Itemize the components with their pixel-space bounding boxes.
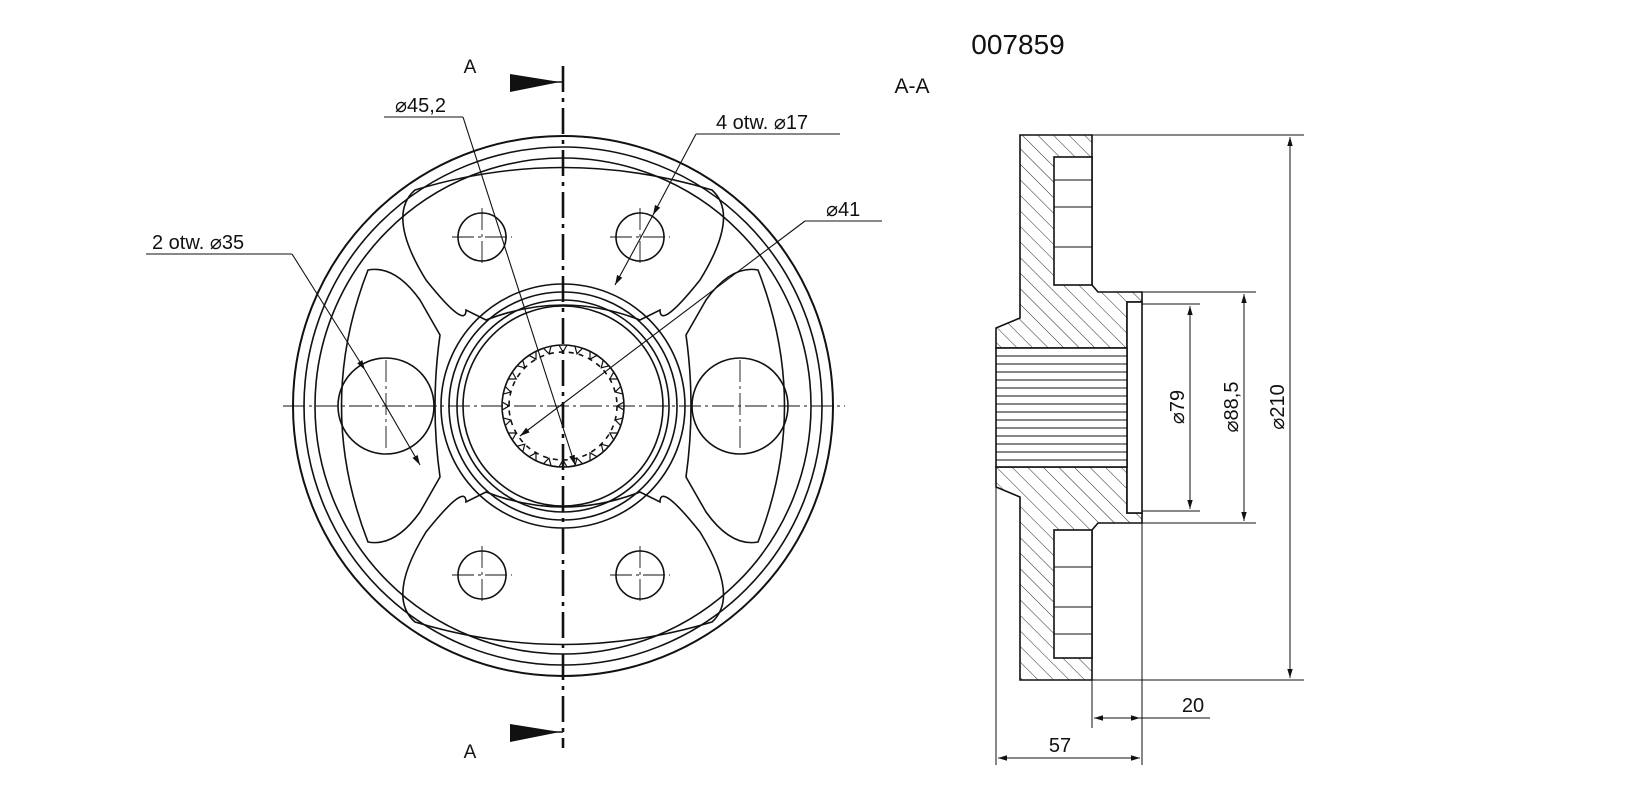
spline-bore — [995, 347, 1128, 468]
front-view-leaders — [146, 116, 882, 466]
section-details — [1054, 179, 1092, 635]
dim-dia-88-5: ⌀88,5 — [1221, 382, 1243, 433]
cut-arrow-top — [510, 74, 560, 92]
hole-window-upper — [1053, 156, 1093, 286]
label-spline-outer: ⌀45,2 — [395, 95, 446, 117]
dim-dia-79: ⌀79 — [1167, 390, 1189, 424]
dim-dia-210: ⌀210 — [1267, 384, 1289, 429]
cut-label-bottom: A — [464, 742, 477, 763]
section-label: A-A — [894, 75, 929, 98]
dim-total-length: 57 — [1049, 735, 1071, 757]
pad-left — [340, 268, 441, 544]
label-spline-inner: ⌀41 — [826, 199, 860, 221]
part-number: 007859 — [971, 29, 1064, 60]
recess — [1126, 301, 1143, 514]
dim-flange-thickness: 20 — [1182, 695, 1204, 717]
section-dimensions — [995, 134, 1304, 765]
section-view — [995, 134, 1143, 681]
hole-window-lower — [1053, 529, 1093, 659]
label-holes-large: 2 otw. ⌀35 — [152, 232, 244, 254]
spline-bore-lines — [996, 355, 1127, 461]
cut-label-top: A — [464, 57, 477, 78]
pad-bottom — [402, 491, 725, 646]
pad-top — [402, 166, 725, 321]
cut-arrow-bottom — [510, 724, 560, 742]
label-holes-small: 4 otw. ⌀17 — [716, 112, 808, 134]
